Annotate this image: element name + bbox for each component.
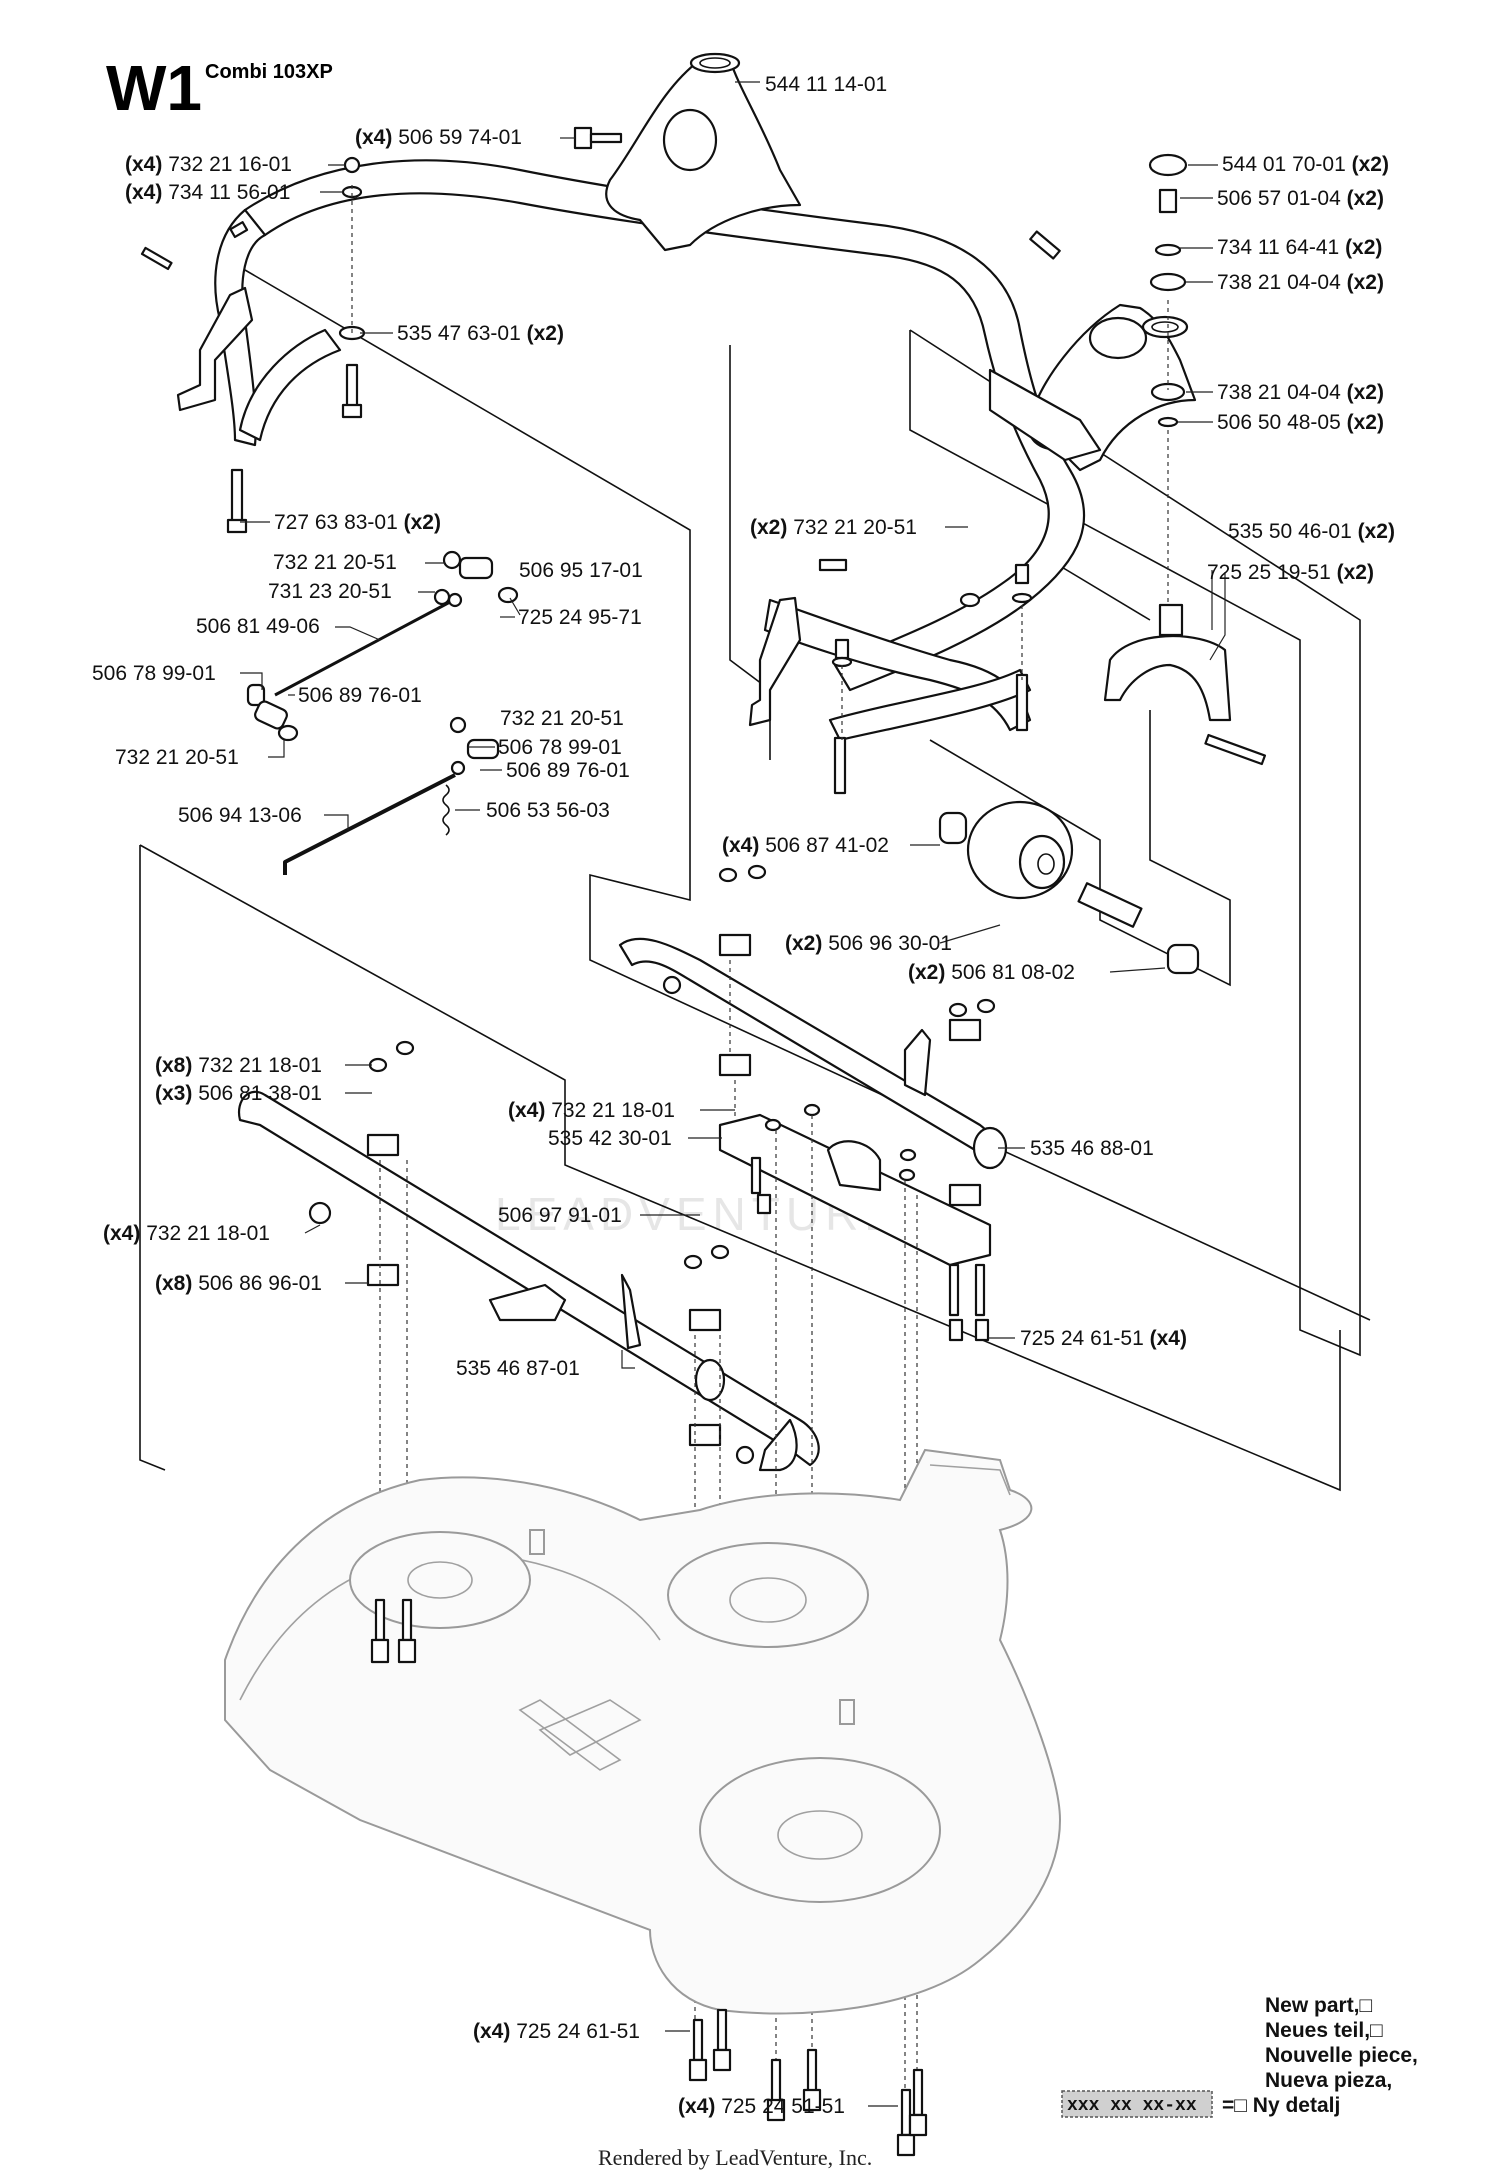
legend-line-1: New part,□ (1265, 1994, 1373, 2017)
label-l10: 738 21 04-04 (x2) (1217, 381, 1384, 404)
group-panels (139, 269, 1371, 1492)
label-l27: 506 94 13-06 (178, 804, 302, 827)
model-name: Combi 103XP (205, 61, 333, 83)
label-l41: 535 46 87-01 (456, 1357, 580, 1380)
label-l30: (x2) 506 96 30-01 (785, 932, 952, 955)
label-l20: 506 81 49-06 (196, 615, 320, 638)
label-l43: (x4) 725 24 51-51 (678, 2095, 845, 2118)
label-l15: 725 25 19-51 (x2) (1207, 561, 1374, 584)
new-part-legend: New part,□ Neues teil,□ Nouvelle piece, … (1061, 1994, 1418, 2118)
label-l42: (x4) 725 24 61-51 (473, 2020, 640, 2043)
legend-line-5: =□ Ny detalj (1222, 2094, 1340, 2117)
label-l06: 506 57 01-04 (x2) (1217, 187, 1384, 210)
legend-line-3: Nouvelle piece, (1265, 2044, 1418, 2067)
leader-lines (240, 81, 1226, 2107)
label-l34: (x4) 732 21 18-01 (508, 1099, 675, 1122)
diagram-code: W1 (106, 52, 202, 124)
label-l13: (x2) 732 21 20-51 (750, 516, 917, 539)
mower-deck (224, 1448, 1062, 2015)
label-l18: 731 23 20-51 (268, 580, 392, 603)
footer-credit: Rendered by LeadVenture, Inc. (598, 2145, 872, 2170)
deck-bolts (370, 1318, 990, 2157)
label-l19: 725 24 95-71 (518, 606, 642, 629)
label-l21: 506 78 99-01 (92, 662, 216, 685)
frame-assembly (176, 52, 1197, 742)
label-l01: 544 11 14-01 (765, 73, 887, 96)
label-l28: 506 53 56-03 (486, 799, 610, 822)
hanger-assembly (237, 864, 1008, 1472)
label-l25: 732 21 20-51 (500, 707, 624, 730)
top-hardware (140, 126, 1267, 975)
label-l39: (x8) 506 86 96-01 (155, 1272, 322, 1295)
legend-line-4: Nueva pieza, (1265, 2069, 1392, 2092)
label-l33: (x3) 506 81 38-01 (155, 1082, 322, 1105)
label-l36: 535 46 88-01 (1030, 1137, 1154, 1160)
label-l29: (x4) 506 87 41-02 (722, 834, 889, 857)
legend-part-box (1061, 2090, 1213, 2118)
label-l31: (x2) 506 81 08-02 (908, 961, 1075, 984)
label-l07: 734 11 64-41 (x2) (1217, 236, 1382, 259)
label-l05: 544 01 70-01 (x2) (1222, 153, 1389, 176)
label-l12: 727 63 83-01 (x2) (274, 511, 441, 534)
label-l09: 535 47 63-01 (x2) (397, 322, 564, 345)
label-l32: (x8) 732 21 18-01 (155, 1054, 322, 1077)
label-l17: 506 95 17-01 (519, 559, 643, 582)
legend-line-2: Neues teil,□ (1265, 2019, 1383, 2042)
label-l24: 506 78 99-01 (498, 736, 622, 759)
label-l26: 506 89 76-01 (506, 759, 630, 782)
label-l23: 732 21 20-51 (115, 746, 239, 769)
label-l08: 738 21 04-04 (x2) (1217, 271, 1384, 294)
label-l35: 535 42 30-01 (548, 1127, 672, 1150)
label-l03: (x4) 732 21 16-01 (125, 153, 292, 176)
label-l38: 506 97 91-01 (498, 1204, 622, 1227)
label-l04: (x4) 734 11 56-01 (125, 181, 290, 204)
linkage-parts (246, 550, 519, 875)
part-labels: 544 11 14-01 (x4) 506 59 74-01 (x4) 732 … (92, 73, 1395, 2118)
label-l16: 732 21 20-51 (273, 551, 397, 574)
label-l22: 506 89 76-01 (298, 684, 422, 707)
label-l37: (x4) 732 21 18-01 (103, 1222, 270, 1245)
label-l14: 535 50 46-01 (x2) (1228, 520, 1395, 543)
label-l40: 725 24 61-51 (x4) (1020, 1327, 1187, 1350)
label-l02: (x4) 506 59 74-01 (355, 126, 522, 149)
legend-box-text: xxx xx xx-xx (1067, 2096, 1197, 2116)
label-l11: 506 50 48-05 (x2) (1217, 411, 1384, 434)
